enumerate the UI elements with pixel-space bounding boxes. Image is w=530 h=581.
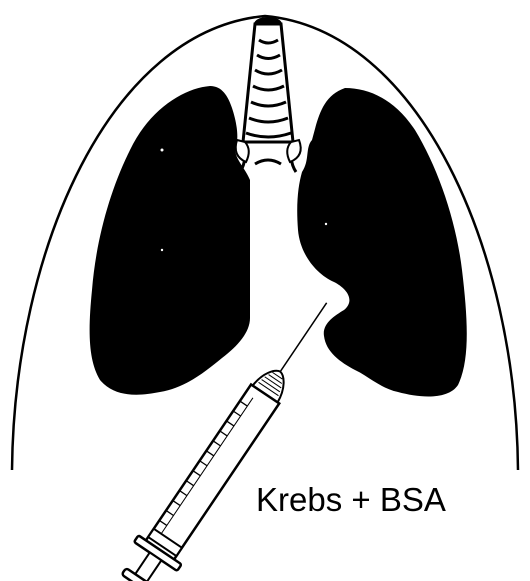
- trachea-icon: [236, 17, 301, 172]
- left-lung-icon: [90, 86, 250, 395]
- diagram-label: Krebs + BSA: [256, 481, 446, 518]
- right-lung-icon: [297, 88, 467, 396]
